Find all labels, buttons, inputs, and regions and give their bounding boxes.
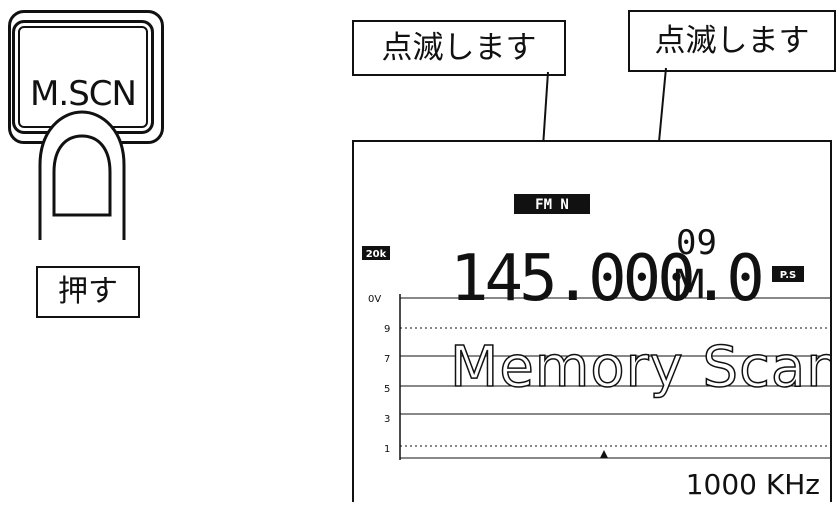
mscn-key-illustration: M.SCN bbox=[0, 0, 170, 240]
ps-badge-bg bbox=[772, 266, 804, 282]
lcd-display: FM N 20k 145.000.0 09 M P.S 0V 9 7 5 3 1… bbox=[352, 140, 839, 502]
ps-badge: P.S bbox=[780, 270, 797, 281]
memory-scan-message: Memory Scan. bbox=[450, 335, 830, 400]
scale-label: 0V bbox=[368, 294, 381, 305]
blink-callout-left: 点滅します bbox=[352, 20, 566, 76]
mscn-key-label: M.SCN bbox=[30, 74, 137, 114]
scale-label: 3 bbox=[384, 414, 390, 425]
center-marker bbox=[600, 450, 608, 458]
step-badge-bg bbox=[362, 246, 390, 260]
finger-icon bbox=[38, 110, 126, 240]
blink-callout-right: 点滅します bbox=[628, 10, 836, 72]
memory-indicator: M bbox=[672, 262, 707, 308]
scale-label: 9 bbox=[384, 324, 390, 335]
mode-badge-bg bbox=[514, 194, 590, 214]
mode-badge: FM N bbox=[535, 197, 569, 213]
push-label: 押す bbox=[36, 266, 140, 318]
scale-label: 7 bbox=[384, 354, 390, 365]
span-readout: 1000 KHz bbox=[686, 468, 820, 501]
scale-label: 5 bbox=[384, 384, 390, 395]
lcd-graphics: FM N 20k 145.000.0 09 M P.S 0V 9 7 5 3 1… bbox=[362, 194, 839, 501]
step-badge: 20k bbox=[366, 249, 387, 260]
frequency-readout: 145.000.0 bbox=[450, 242, 761, 316]
scale-label: 1 bbox=[384, 444, 390, 455]
memory-channel: 09 bbox=[676, 223, 717, 263]
